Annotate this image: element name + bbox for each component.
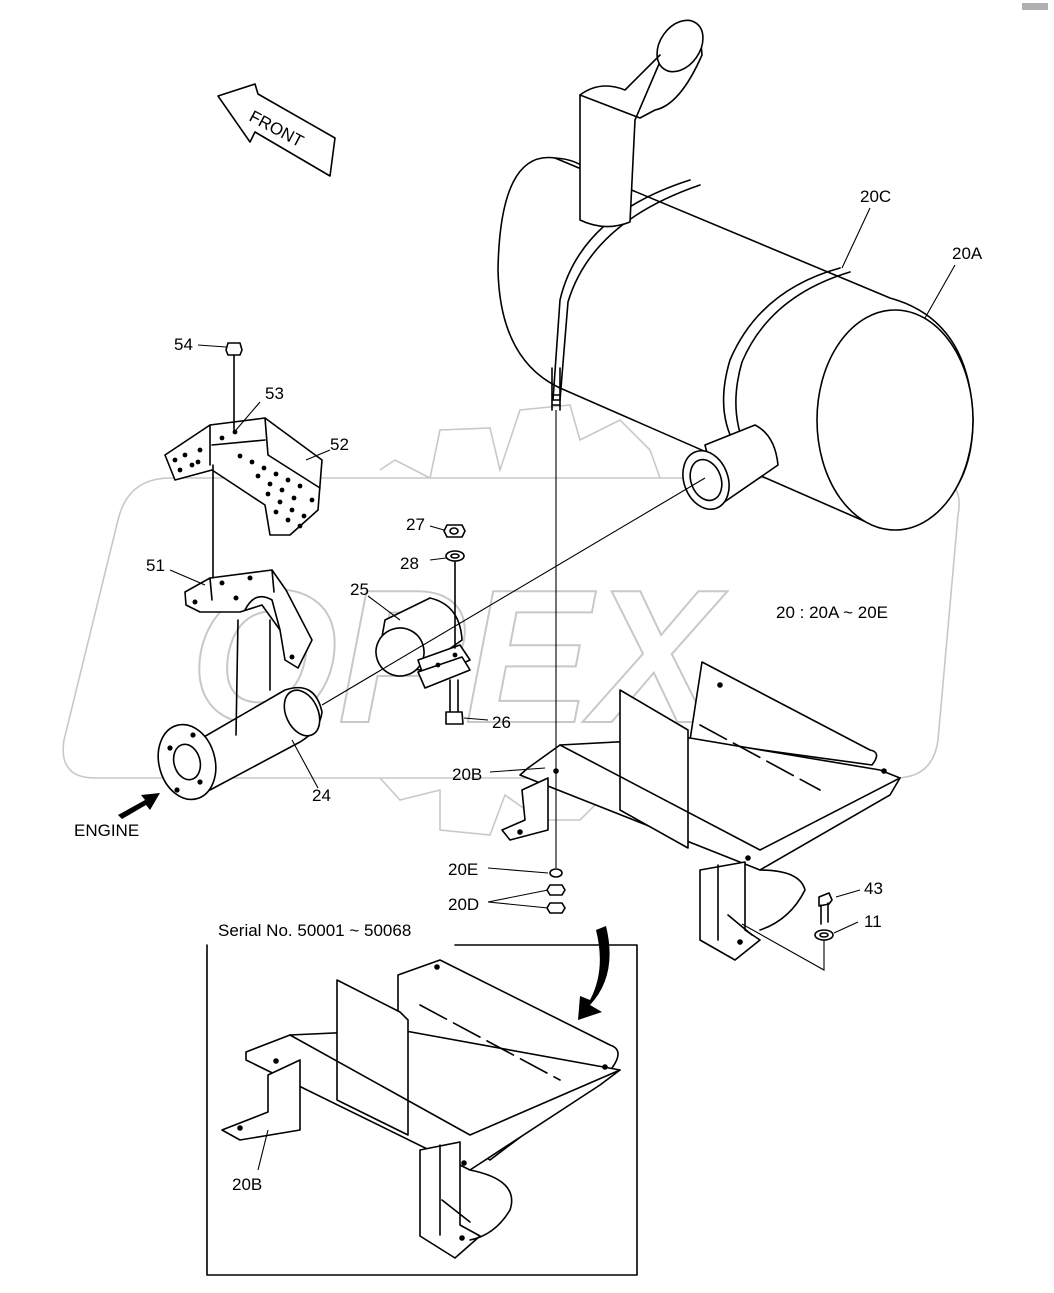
nut-27 [443,524,466,538]
callout-24: 24 [312,786,331,805]
inset-title: Serial No. 50001 ~ 50068 [218,921,411,940]
callout-43: 43 [864,879,883,898]
band-20C [722,267,841,446]
bolt-26 [445,679,464,725]
callout-20E: 20E [448,860,478,879]
bolt-43 [818,892,833,925]
callout-labels: 20C 20A 54 53 52 51 27 28 25 26 24 ENGIN… [74,187,983,931]
inset-serial-variant: Serial No. 50001 ~ 50068 20B [206,921,638,1276]
bracket-51 [184,464,313,669]
callout-52: 52 [330,435,349,454]
washer-11 [741,923,834,971]
leader-lines [169,207,956,934]
bolt-54 [225,342,243,433]
callout-26: 26 [492,713,511,732]
callout-51: 51 [146,556,165,575]
corner-logo [1022,3,1048,10]
callout-54: 54 [174,335,193,354]
callout-20D: 20D [448,895,479,914]
callout-25: 25 [350,580,369,599]
callout-11: 11 [864,912,882,931]
watermark-frame [62,477,960,779]
inset-arrow [578,926,610,1020]
muffler-20A [497,19,974,531]
callout-28: 28 [400,554,419,573]
group-note: 20 : 20A ~ 20E [776,603,888,622]
callout-20A: 20A [952,244,983,263]
washer-28 [445,550,465,649]
cover-52-53 [164,417,323,536]
strap-20C [552,179,691,401]
callout-27: 27 [406,515,425,534]
perforation-holes [172,429,315,529]
engine-arrow [118,793,160,819]
bracket-20B [501,661,901,961]
inset-frame [206,944,638,1276]
engine-label: ENGINE [74,821,139,840]
callout-53: 53 [265,384,284,403]
callout-20B-inset: 20B [232,1175,262,1194]
clamp-25 [375,597,471,689]
callout-20B: 20B [452,765,482,784]
front-arrow: FRONT [217,83,336,177]
callout-20C: 20C [860,187,891,206]
centerline [321,477,706,706]
pipe-24 [157,619,323,801]
